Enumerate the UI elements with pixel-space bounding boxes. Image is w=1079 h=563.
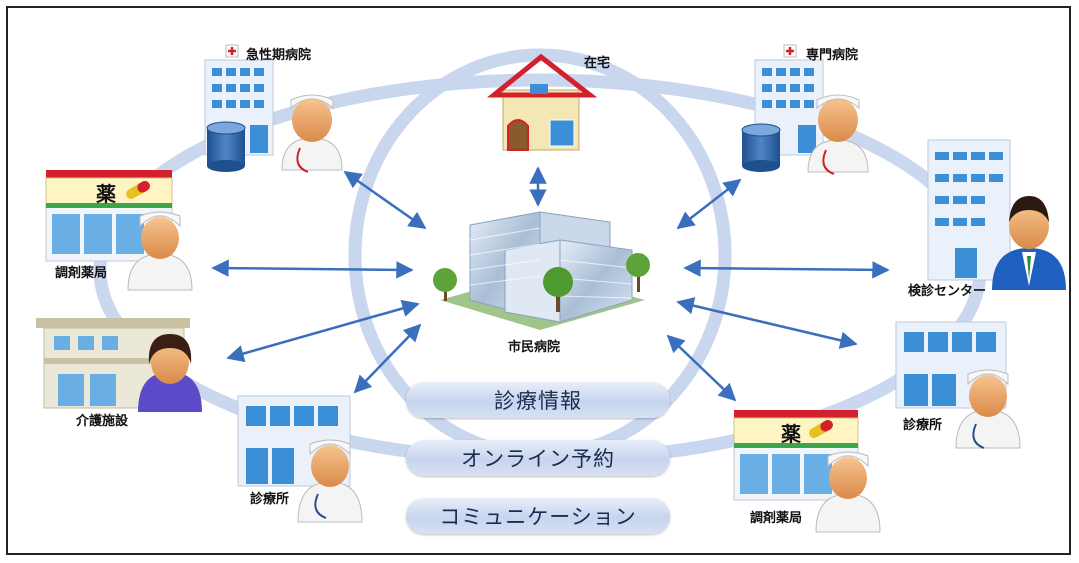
home-house xyxy=(486,53,598,151)
arrow-specialty-hospital xyxy=(676,178,742,230)
doctor-icon xyxy=(297,439,363,523)
checkup-center-building xyxy=(927,139,1011,281)
center-label: 市民病院 xyxy=(508,340,561,355)
database-icon xyxy=(741,123,781,172)
arrow-acute-hospital xyxy=(343,170,427,230)
checkup-center-label: 検診センター xyxy=(908,284,987,299)
arrow-pharmacy-bottom xyxy=(666,334,737,402)
arrow-pharmacy-left xyxy=(211,259,414,279)
pharmacist-icon xyxy=(127,211,193,291)
arrow-clinic-bottom xyxy=(353,323,422,394)
clinic-bottom-label: 診療所 xyxy=(250,492,290,507)
service-pill-online-booking: オンライン予約 xyxy=(406,440,670,476)
pharmacy-bottom-label: 調剤薬局 xyxy=(750,511,803,526)
doctor-icon xyxy=(955,369,1021,449)
tree-icon xyxy=(543,267,573,312)
businessman-icon xyxy=(992,196,1066,290)
pharmacy-left-sign: 薬 xyxy=(96,182,116,206)
connection-arrows xyxy=(211,166,890,402)
database-icon xyxy=(206,121,246,172)
pharmacist-icon xyxy=(815,451,881,533)
clinic-right-label: 診療所 xyxy=(903,418,943,433)
acute-hospital-label: 急性期病院 xyxy=(246,48,312,63)
specialty-hospital-label: 専門病院 xyxy=(806,48,859,63)
care-facility-label: 介護施設 xyxy=(76,414,129,429)
home-label: 在宅 xyxy=(584,56,611,71)
doctor-icon xyxy=(807,94,869,175)
service-pill-medical-info: 診療情報 xyxy=(406,382,670,418)
pharmacy-bottom-sign: 薬 xyxy=(781,422,801,446)
service-pill-communication: コミュニケーション xyxy=(406,498,670,534)
pill-icon xyxy=(809,420,833,438)
city-hospital-building xyxy=(433,211,650,330)
pill-icon xyxy=(126,181,150,199)
tree-icon xyxy=(433,268,457,301)
tree-icon xyxy=(626,253,650,292)
doctor-icon xyxy=(281,94,343,173)
arrow-clinic-right xyxy=(676,297,858,349)
pharmacy-left-label: 調剤薬局 xyxy=(55,266,108,281)
arrow-care-facility xyxy=(226,299,420,363)
arrow-checkup-center xyxy=(683,259,890,279)
caregiver-icon xyxy=(138,334,202,412)
pharmacy-bottom-building xyxy=(733,410,859,501)
